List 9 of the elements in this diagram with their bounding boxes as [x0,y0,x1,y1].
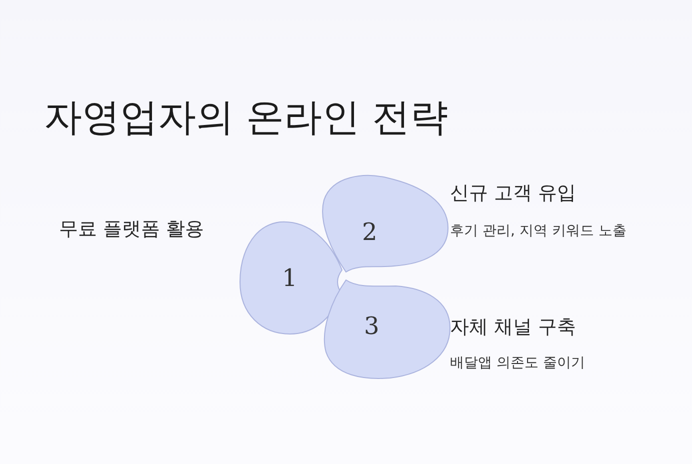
step-heading: 무료 플랫폼 활용 [58,217,204,242]
step-heading: 신규 고객 유입 [450,181,578,206]
step-description: 후기 관리, 지역 키워드 노출 [450,222,628,241]
title: 자영업자의 온라인 전략 [44,94,448,141]
step-heading: 자체 채널 구축 [450,315,578,340]
step-description: 배달앱 의존도 줄이기 [450,354,586,373]
step-number: 3 [364,312,380,340]
step-number: 2 [362,218,378,246]
step-number: 1 [282,264,298,292]
